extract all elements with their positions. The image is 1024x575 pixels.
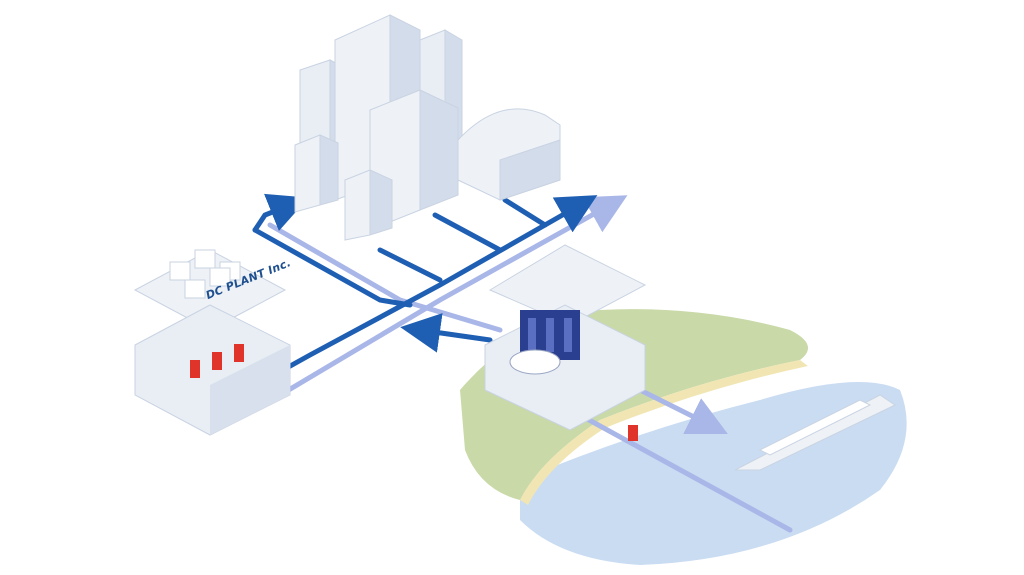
dc-plant-front xyxy=(210,345,290,435)
supply-pipe-branch-4 xyxy=(432,212,503,253)
ship-icon xyxy=(734,394,897,471)
dc-plant xyxy=(133,249,291,436)
return-pipe-buildings xyxy=(267,222,503,333)
building-icon xyxy=(344,169,393,241)
supply-pipe-branch-3 xyxy=(377,247,443,283)
building-icon xyxy=(294,134,339,213)
seawater-plant xyxy=(484,244,647,441)
pump-icon xyxy=(190,344,244,378)
return-pipe-main xyxy=(252,195,628,413)
supply-pipe-branch-2 xyxy=(252,227,413,308)
city-buildings xyxy=(294,14,561,241)
cooling-towers xyxy=(169,249,241,299)
return-pipe-sea xyxy=(577,412,793,533)
pump-icon xyxy=(628,425,638,441)
supply-pipe-branch-1 xyxy=(252,193,309,233)
heat-exchanger-icon xyxy=(509,310,580,375)
supply-pipe-branch-5 xyxy=(502,197,548,228)
supply-pipe-plant xyxy=(400,313,493,353)
warehouse-icon xyxy=(457,108,561,201)
return-pipes xyxy=(252,195,793,533)
